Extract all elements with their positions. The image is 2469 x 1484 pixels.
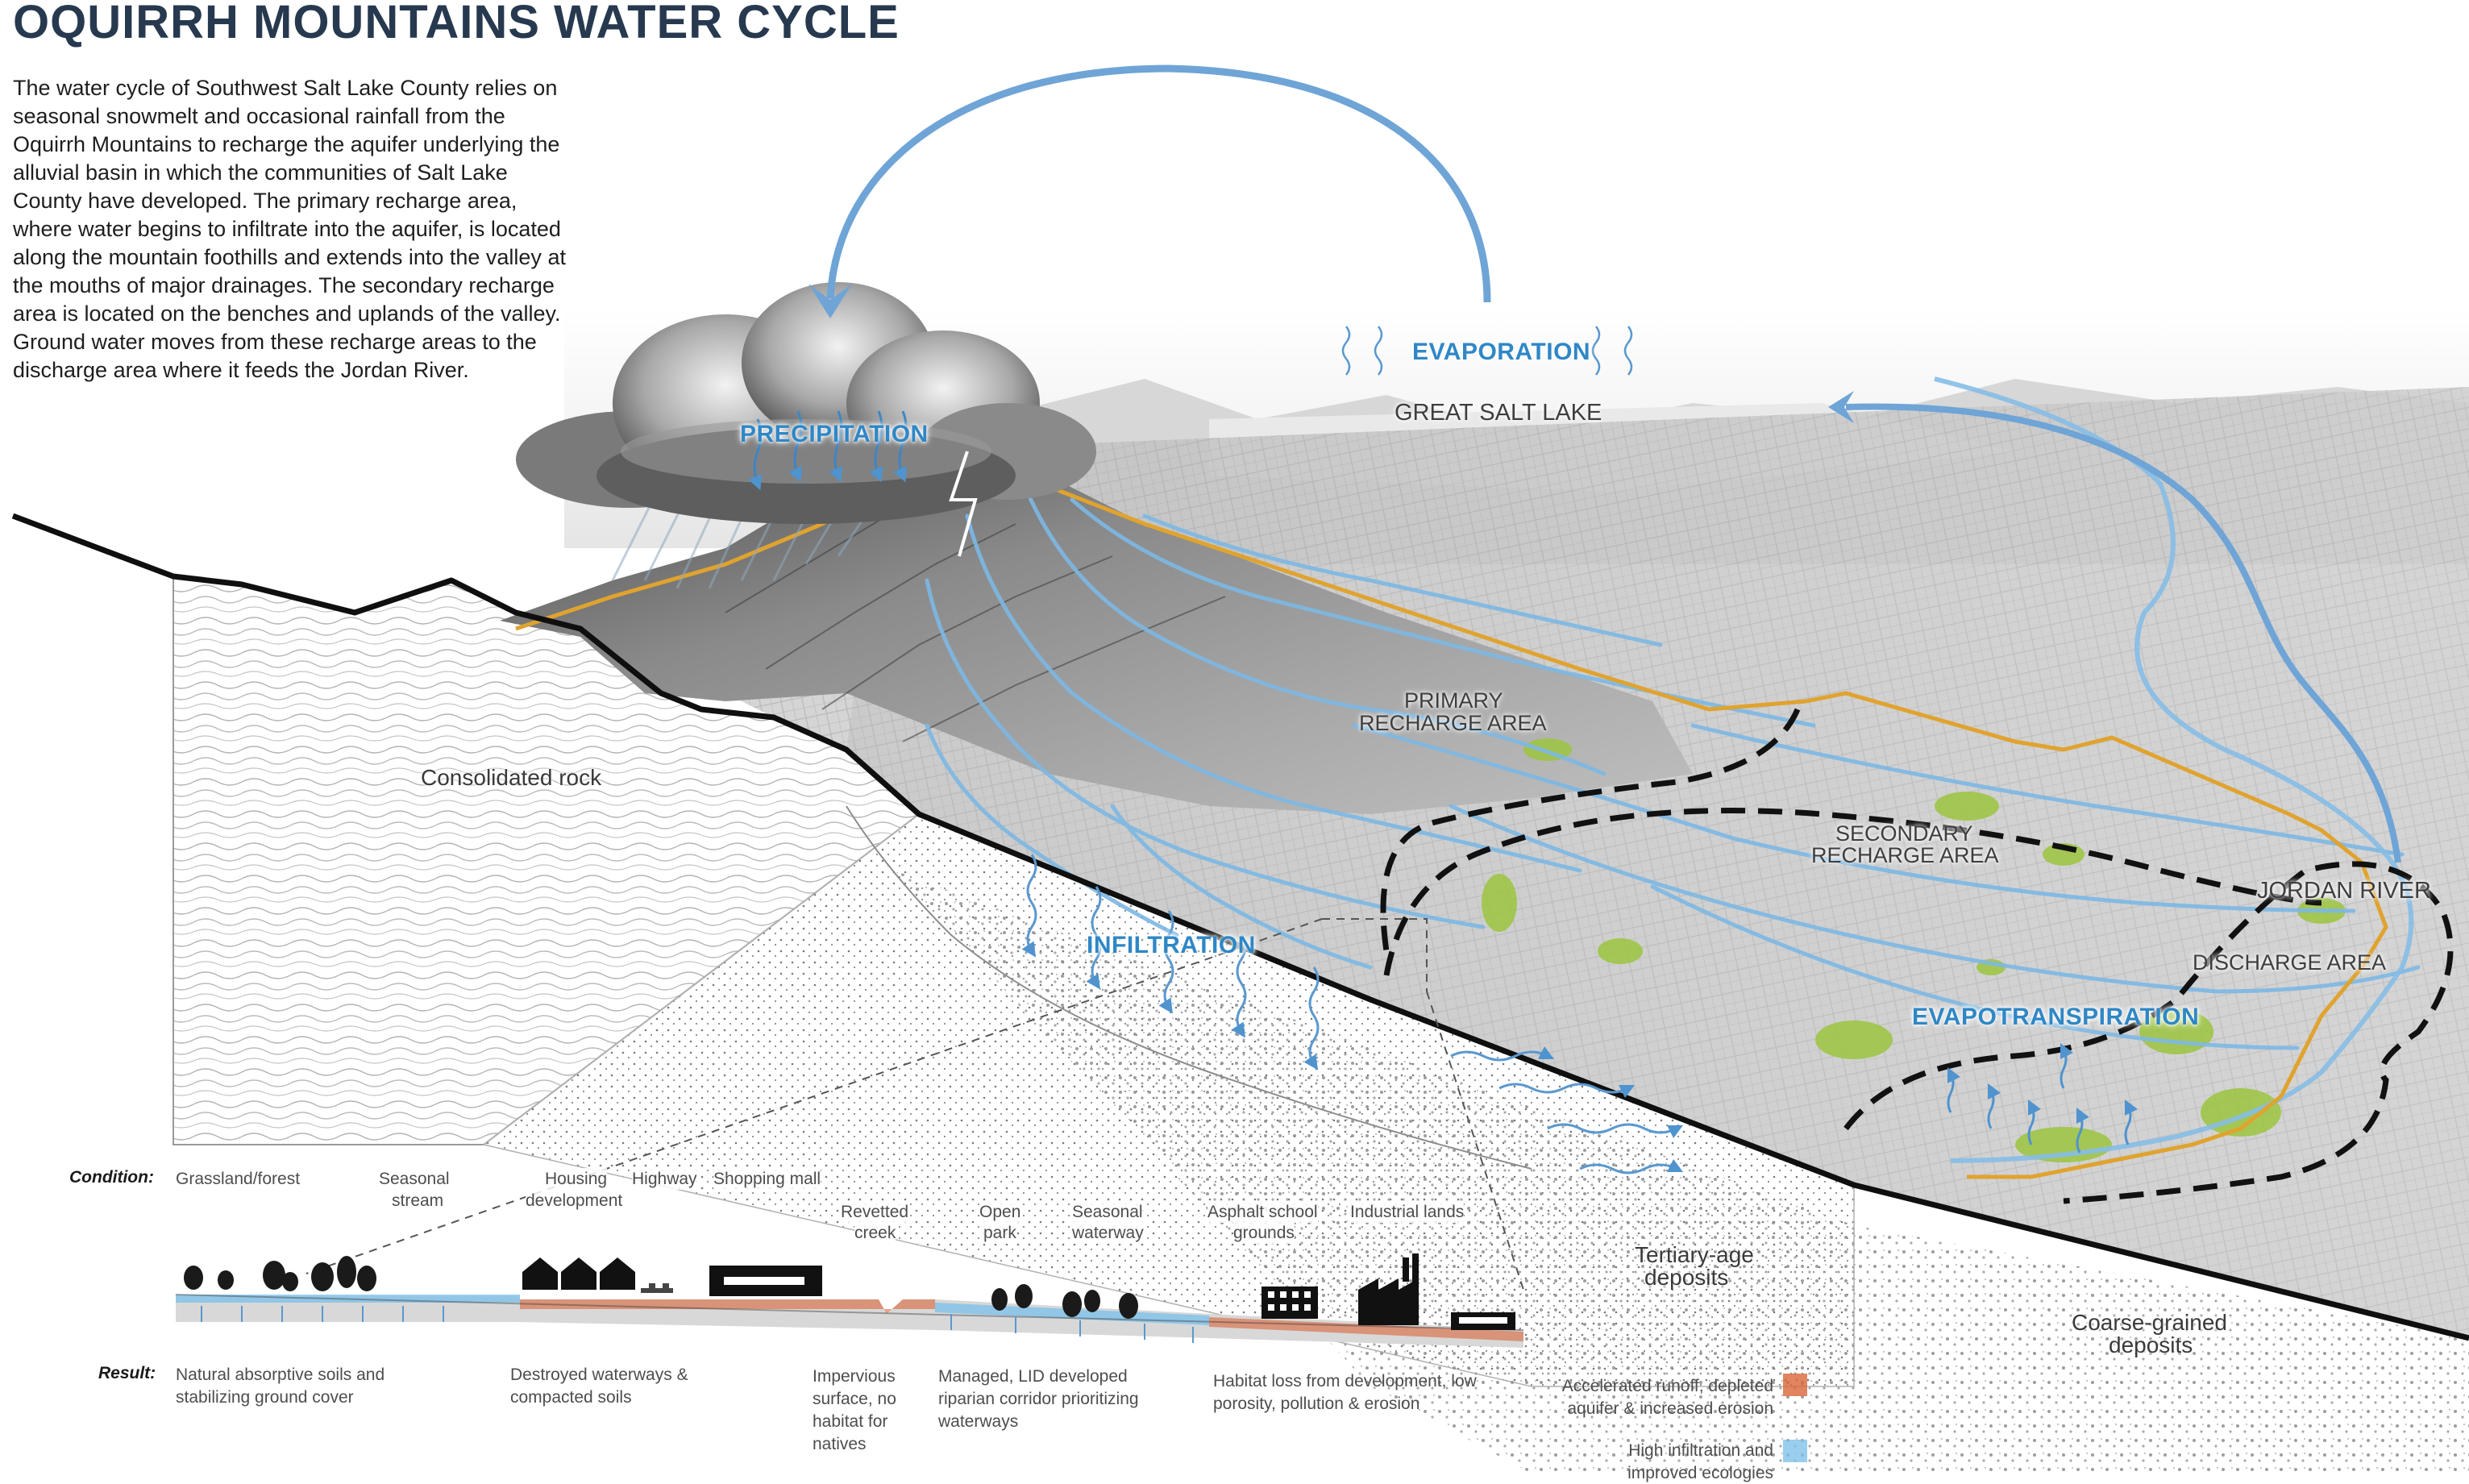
secondary-recharge-label-line2: RECHARGE AREA	[1811, 843, 1999, 867]
result-natural-line1: Natural absorptive soils and	[176, 1366, 385, 1384]
condition-seasonal-stream-line1: Seasonal	[379, 1168, 450, 1190]
condition-seasonal-stream-line2: stream	[392, 1190, 444, 1212]
result-managed-line2: riparian corridor prioritizing	[938, 1390, 1139, 1408]
condition-revetted-line2: creek	[854, 1222, 896, 1244]
house-icon	[522, 1257, 635, 1290]
primary-recharge-label-line1: PRIMARY	[1404, 688, 1503, 713]
condition-seasonal-waterway-line1: Seasonal	[1072, 1201, 1143, 1223]
primary-recharge-boundary	[1380, 708, 1801, 952]
result-impervious-line2: surface, no	[813, 1390, 896, 1408]
result-managed-line3: waterways	[938, 1412, 1019, 1431]
lightning-icon	[949, 451, 978, 557]
result-habitat-loss-line2: porosity, pollution & erosion	[1213, 1395, 1420, 1413]
condition-industrial: Industrial lands	[1350, 1201, 1465, 1223]
section-soil-strip	[176, 1296, 1523, 1348]
condition-grassland: Grassland/forest	[176, 1168, 301, 1190]
condition-seasonal-waterway-line2: waterway	[1072, 1222, 1144, 1244]
condition-open-park-line1: Open	[979, 1201, 1021, 1223]
coarse-deposits-label-line1: Coarse-grained	[2072, 1310, 2227, 1335]
condition-revetted-line1: Revetted	[841, 1201, 909, 1223]
evaporation-label: EVAPORATION	[1412, 339, 1591, 365]
discharge-area-label: DISCHARGE AREA	[2193, 950, 2387, 975]
precipitation-label: PRECIPITATION	[740, 421, 929, 447]
infiltration-wave-arrows	[1021, 854, 1320, 1070]
jordan-river-arrow-head	[1828, 391, 1854, 423]
evapotranspiration-arrows	[1947, 1042, 2139, 1154]
evaporation-cycle-arrow-icon	[826, 64, 1491, 303]
result-destroyed-line1: Destroyed waterways &	[510, 1366, 688, 1384]
secondary-recharge-label-line1: SECONDARY	[1835, 821, 1973, 846]
jordan-river-flow-arrow-icon	[1845, 403, 2401, 863]
condition-asphalt-line1: Asphalt school	[1207, 1201, 1318, 1223]
land-use-section-inset	[175, 1253, 1524, 1348]
condition-highway: Highway	[632, 1168, 697, 1190]
oquirrh-mountains-terrain	[500, 459, 1693, 814]
section-infiltration-band	[176, 1295, 520, 1303]
mall-icon	[709, 1266, 822, 1296]
result-habitat-loss-line1: Habitat loss from development, low	[1213, 1372, 1477, 1390]
section-runoff-band	[520, 1299, 935, 1314]
tree-icon	[184, 1256, 1138, 1319]
streams	[925, 481, 2421, 1050]
result-impervious-line3: habitat for	[813, 1412, 888, 1431]
condition-heading: Condition:	[69, 1168, 154, 1187]
condition-shopping-mall: Shopping mall	[713, 1168, 821, 1190]
result-destroyed-line2: compacted soils	[510, 1388, 632, 1407]
evaporation-arrow-head	[808, 284, 852, 318]
condition-asphalt-line2: grounds	[1233, 1222, 1295, 1244]
jordan-river-label: JORDAN RIVER	[2257, 878, 2431, 904]
result-natural-line2: stabilizing ground cover	[176, 1388, 354, 1407]
secondary-recharge-boundary	[1383, 808, 2322, 976]
intro-paragraph: The water cycle of Southwest Salt Lake C…	[13, 76, 566, 382]
result-impervious-line1: Impervious	[813, 1367, 896, 1386]
infiltration-ticks	[201, 1306, 1194, 1343]
great-salt-lake-label: GREAT SALT LAKE	[1395, 400, 1602, 426]
infiltration-label: INFILTRATION	[1087, 932, 1256, 958]
ground-profile-line	[11, 513, 2469, 1341]
evaporation-squiggles	[1341, 326, 1633, 376]
section-runoff-band-2	[1209, 1317, 1523, 1341]
deposit-boundary-line	[846, 805, 1532, 1170]
legend-infiltration-swatch	[1783, 1440, 1807, 1462]
result-impervious-line4: natives	[813, 1435, 867, 1453]
legend-runoff-swatch	[1783, 1374, 1807, 1396]
school-icon	[1262, 1287, 1318, 1319]
legend-infiltration-line1: High infiltration and	[1628, 1441, 1773, 1460]
consolidated-rock-label: Consolidated rock	[421, 765, 602, 790]
condition-open-park-line2: park	[983, 1222, 1016, 1244]
tertiary-deposits-label-line2: deposits	[1644, 1265, 1729, 1290]
precipitation-arrows	[748, 410, 908, 491]
warehouse-icon	[1451, 1312, 1515, 1330]
primary-recharge-label-line2: RECHARGE AREA	[1359, 711, 1547, 735]
legend-runoff-line1: Accelerated runoff, depleted	[1561, 1377, 1773, 1395]
storm-cloud-icon	[516, 282, 1096, 524]
condition-housing-line2: development	[526, 1190, 623, 1212]
inset-callout-lines	[306, 918, 1524, 1291]
coarse-deposits-label-line2: deposits	[2109, 1332, 2193, 1357]
tertiary-deposits-label-line1: Tertiary-age	[1635, 1242, 1754, 1267]
groundwater-flow-arrows	[1450, 1045, 1684, 1174]
discharge-area-boundary	[1843, 861, 2454, 1204]
legend-runoff-line2: aquifer & increased erosion	[1567, 1399, 1773, 1418]
result-heading: Result:	[98, 1364, 156, 1382]
jordan-river-line	[1934, 376, 2414, 1163]
factory-icon	[1358, 1253, 1419, 1325]
highway-icon	[641, 1283, 673, 1293]
condition-housing-line1: Housing	[545, 1168, 608, 1190]
result-managed-line1: Managed, LID developed	[938, 1367, 1128, 1386]
evapotranspiration-label: EVAPOTRANSPIRATION	[1912, 1004, 2200, 1030]
diagram-title: OQUIRRH MOUNTAINS WATER CYCLE	[13, 0, 900, 48]
